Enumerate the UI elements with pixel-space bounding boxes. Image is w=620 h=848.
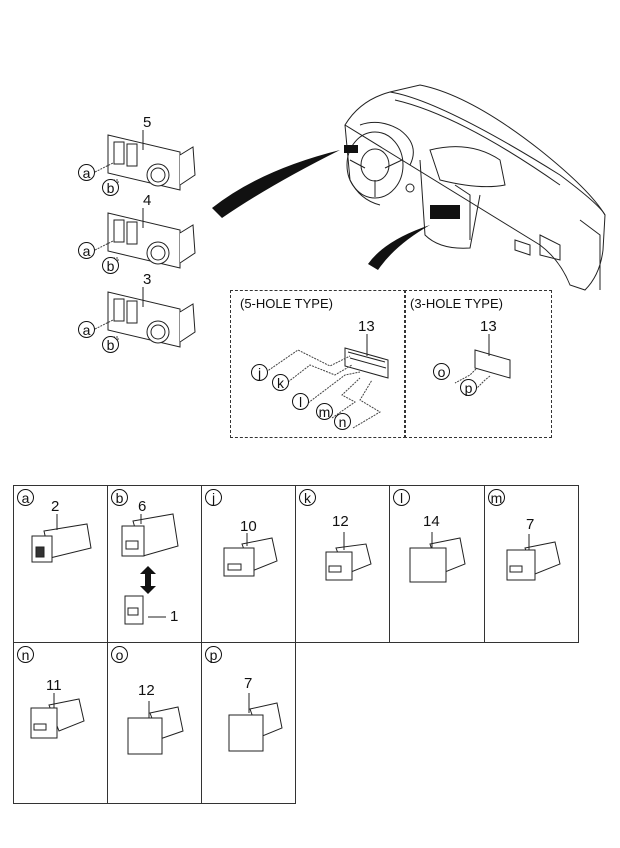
switch-icon (325, 532, 372, 581)
five-hole-panel-box (230, 290, 406, 438)
callout-a: a (78, 242, 95, 259)
cell-letter: n (17, 646, 34, 663)
grid-cell-k[interactable]: k 12 (295, 485, 390, 643)
part-number: 14 (423, 513, 440, 530)
switch-icon (228, 693, 283, 752)
assembly-5[interactable]: 5 a b (75, 114, 205, 196)
assembly-3[interactable]: 3 a b (75, 271, 205, 353)
switch-icon (121, 513, 179, 625)
callout-n: n (334, 413, 351, 430)
part-number: 2 (51, 498, 60, 515)
assembly-number: 5 (143, 114, 152, 131)
assembly-4[interactable]: 4 a b (75, 192, 205, 274)
cell-letter: j (205, 489, 222, 506)
cell-letter: m (488, 489, 505, 506)
switch-icon (409, 532, 466, 583)
part-number: 12 (138, 682, 155, 699)
cell-letter: k (299, 489, 316, 506)
bezel-number-3hole: 13 (480, 318, 497, 335)
grid-cell-p[interactable]: p 7 (201, 642, 296, 804)
pointer-arrow-left (212, 150, 340, 218)
pointer-arrow-center (368, 225, 430, 270)
callout-p: p (460, 379, 477, 396)
swap-arrow-icon (140, 566, 156, 594)
part-number: 12 (332, 513, 349, 530)
bezel-number-5hole: 13 (358, 318, 375, 335)
callout-b: b (102, 179, 119, 196)
switch-panel-drawing (94, 208, 196, 269)
cell-letter: l (393, 489, 410, 506)
three-hole-panel-box (404, 290, 552, 438)
grid-cell-l[interactable]: l 14 (389, 485, 485, 643)
switch-panel-drawing (94, 287, 196, 348)
switch-icon (506, 534, 561, 581)
grid-cell-b[interactable]: b 6 1 (107, 485, 202, 643)
callout-m: m (316, 403, 333, 420)
cell-letter: b (111, 489, 128, 506)
dashboard-illustration (212, 84, 606, 291)
part-number: 7 (244, 675, 253, 692)
switch-panel-drawing (94, 130, 196, 191)
callout-k: k (272, 374, 289, 391)
part-number: 1 (170, 608, 179, 625)
callout-b: b (102, 336, 119, 353)
grid-cell-m[interactable]: m 7 (484, 485, 579, 643)
cell-letter: a (17, 489, 34, 506)
callout-o: o (433, 363, 450, 380)
part-number: 7 (526, 516, 535, 533)
callout-l: l (292, 393, 309, 410)
callout-b: b (102, 257, 119, 274)
part-number: 11 (46, 677, 62, 694)
grid-cell-n[interactable]: n 11 (13, 642, 108, 804)
assembly-number: 4 (143, 192, 152, 209)
five-hole-title: (5-HOLE TYPE) (240, 296, 333, 311)
part-number: 10 (240, 518, 257, 535)
grid-cell-o[interactable]: o 12 (107, 642, 202, 804)
switch-icon (31, 514, 92, 563)
callout-j: j (251, 364, 268, 381)
switch-icon (223, 533, 278, 577)
part-number: 6 (138, 498, 147, 515)
grid-cell-j[interactable]: j 10 (201, 485, 296, 643)
callout-a: a (78, 164, 95, 181)
callout-a: a (78, 321, 95, 338)
cell-letter: p (205, 646, 222, 663)
cell-letter: o (111, 646, 128, 663)
switch-icon (127, 701, 184, 755)
grid-cell-a[interactable]: a 2 (13, 485, 108, 643)
three-hole-title: (3-HOLE TYPE) (410, 296, 503, 311)
switch-icon (30, 693, 85, 739)
assembly-number: 3 (143, 271, 152, 288)
